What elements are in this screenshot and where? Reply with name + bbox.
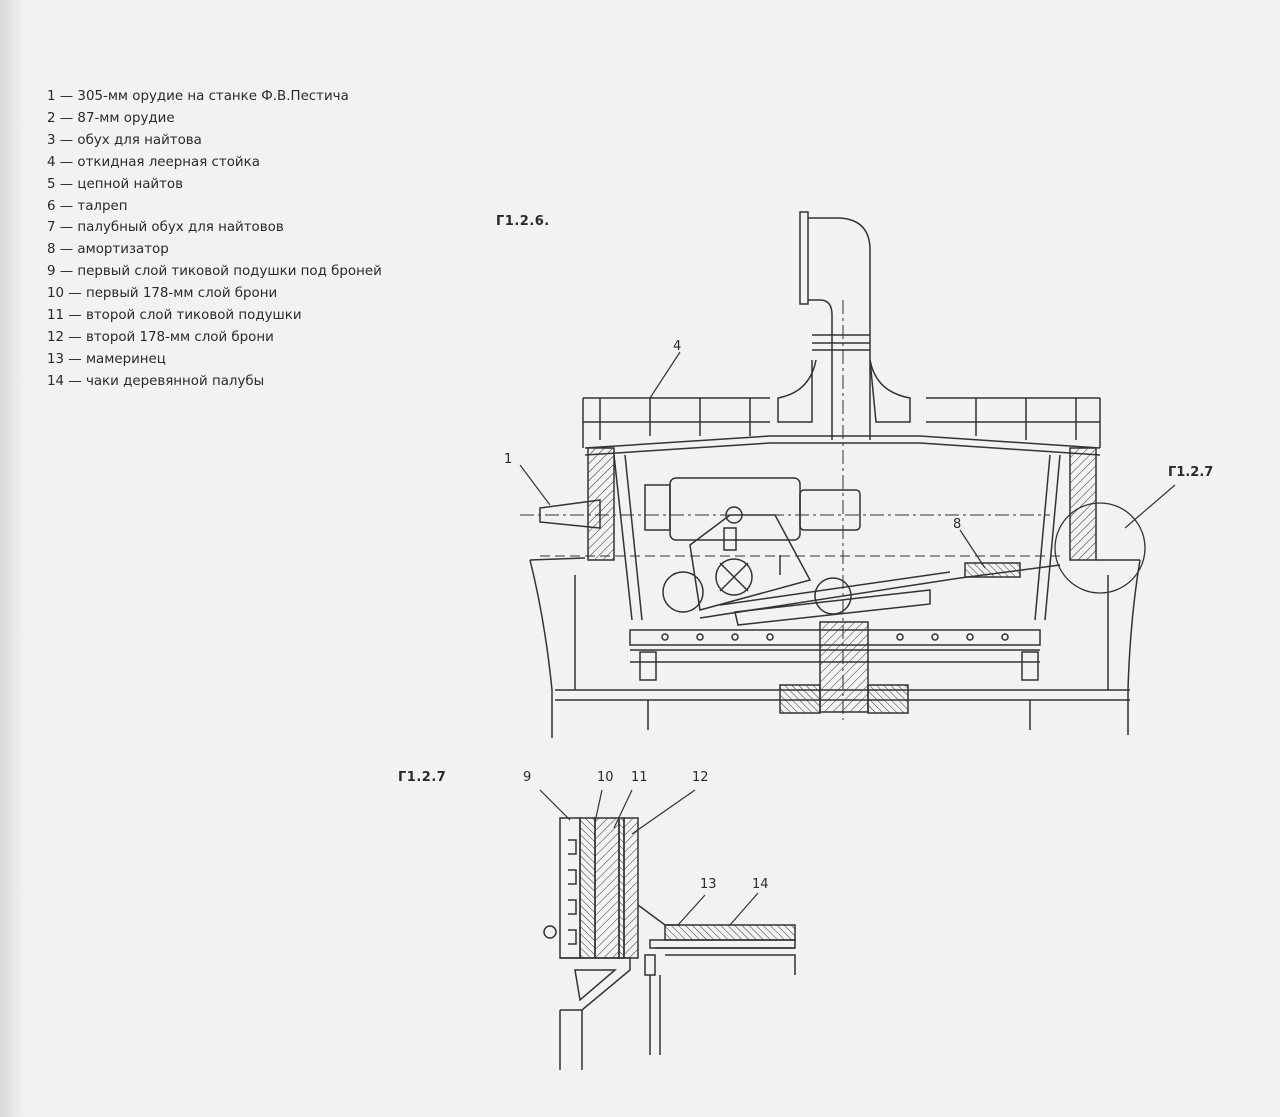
- legend-item: 9 — первый слой тиковой подушки под брон…: [47, 264, 382, 280]
- detail-reference-circle: [1054, 502, 1146, 594]
- armor-left-wall: [587, 447, 615, 561]
- callout-11: 11: [631, 770, 648, 785]
- legend-list: 1 — 305-мм орудие на станке Ф.В.Пестича …: [47, 86, 382, 393]
- railing-right: [926, 397, 1101, 448]
- legend-item: 6 — талреп: [47, 198, 128, 214]
- leader-lines-main: [519, 351, 1176, 569]
- legend-item: 2 — 87-мм орудие: [47, 110, 175, 126]
- legend-item: 11 — второй слой тиковой подушки: [47, 308, 302, 324]
- railing-left: [582, 397, 770, 448]
- callout-detail-ref: Г1.2.7: [1168, 465, 1213, 480]
- callout-10: 10: [597, 770, 614, 785]
- callout-12: 12: [692, 770, 709, 785]
- legend-item: 12 — второй 178-мм слой брони: [47, 329, 274, 345]
- callout-1: 1: [504, 452, 512, 467]
- callout-4: 4: [673, 339, 681, 354]
- figure-label-detail: Г1.2.7: [398, 770, 447, 785]
- legend-item: 14 — чаки деревянной палубы: [47, 373, 265, 389]
- figure-label-main: Г1.2.6.: [496, 214, 550, 229]
- central-pivot: [819, 621, 869, 713]
- page-gutter-shadow: [0, 0, 24, 1117]
- turret-roof: [584, 435, 1101, 449]
- deck-and-hull: [529, 557, 1141, 738]
- callout-13: 13: [700, 877, 717, 892]
- callout-14: 14: [752, 877, 769, 892]
- leader-lines-detail: [539, 789, 759, 926]
- legend-item: 4 — откидная леерная стойка: [47, 154, 260, 170]
- legend-item: 7 — палубный обух для найтовов: [47, 220, 284, 236]
- legend-item: 13 — мамеринец: [47, 351, 166, 367]
- gun-305mm: [520, 477, 1050, 541]
- turret-section-drawing: [520, 211, 1146, 738]
- legend-item: 3 — обух для найтова: [47, 132, 202, 148]
- legend-item: 8 — амортизатор: [47, 242, 169, 258]
- gun-mount: [540, 506, 1061, 626]
- legend-item: 10 — первый 178-мм слой брони: [47, 286, 278, 302]
- armor-joint-detail-drawing: [543, 817, 796, 1070]
- legend-item: 5 — цепной найтов: [47, 176, 183, 192]
- legend-item: 1 — 305-мм орудие на станке Ф.В.Пестича: [47, 89, 349, 104]
- callout-9: 9: [523, 770, 531, 785]
- callout-8: 8: [953, 517, 961, 532]
